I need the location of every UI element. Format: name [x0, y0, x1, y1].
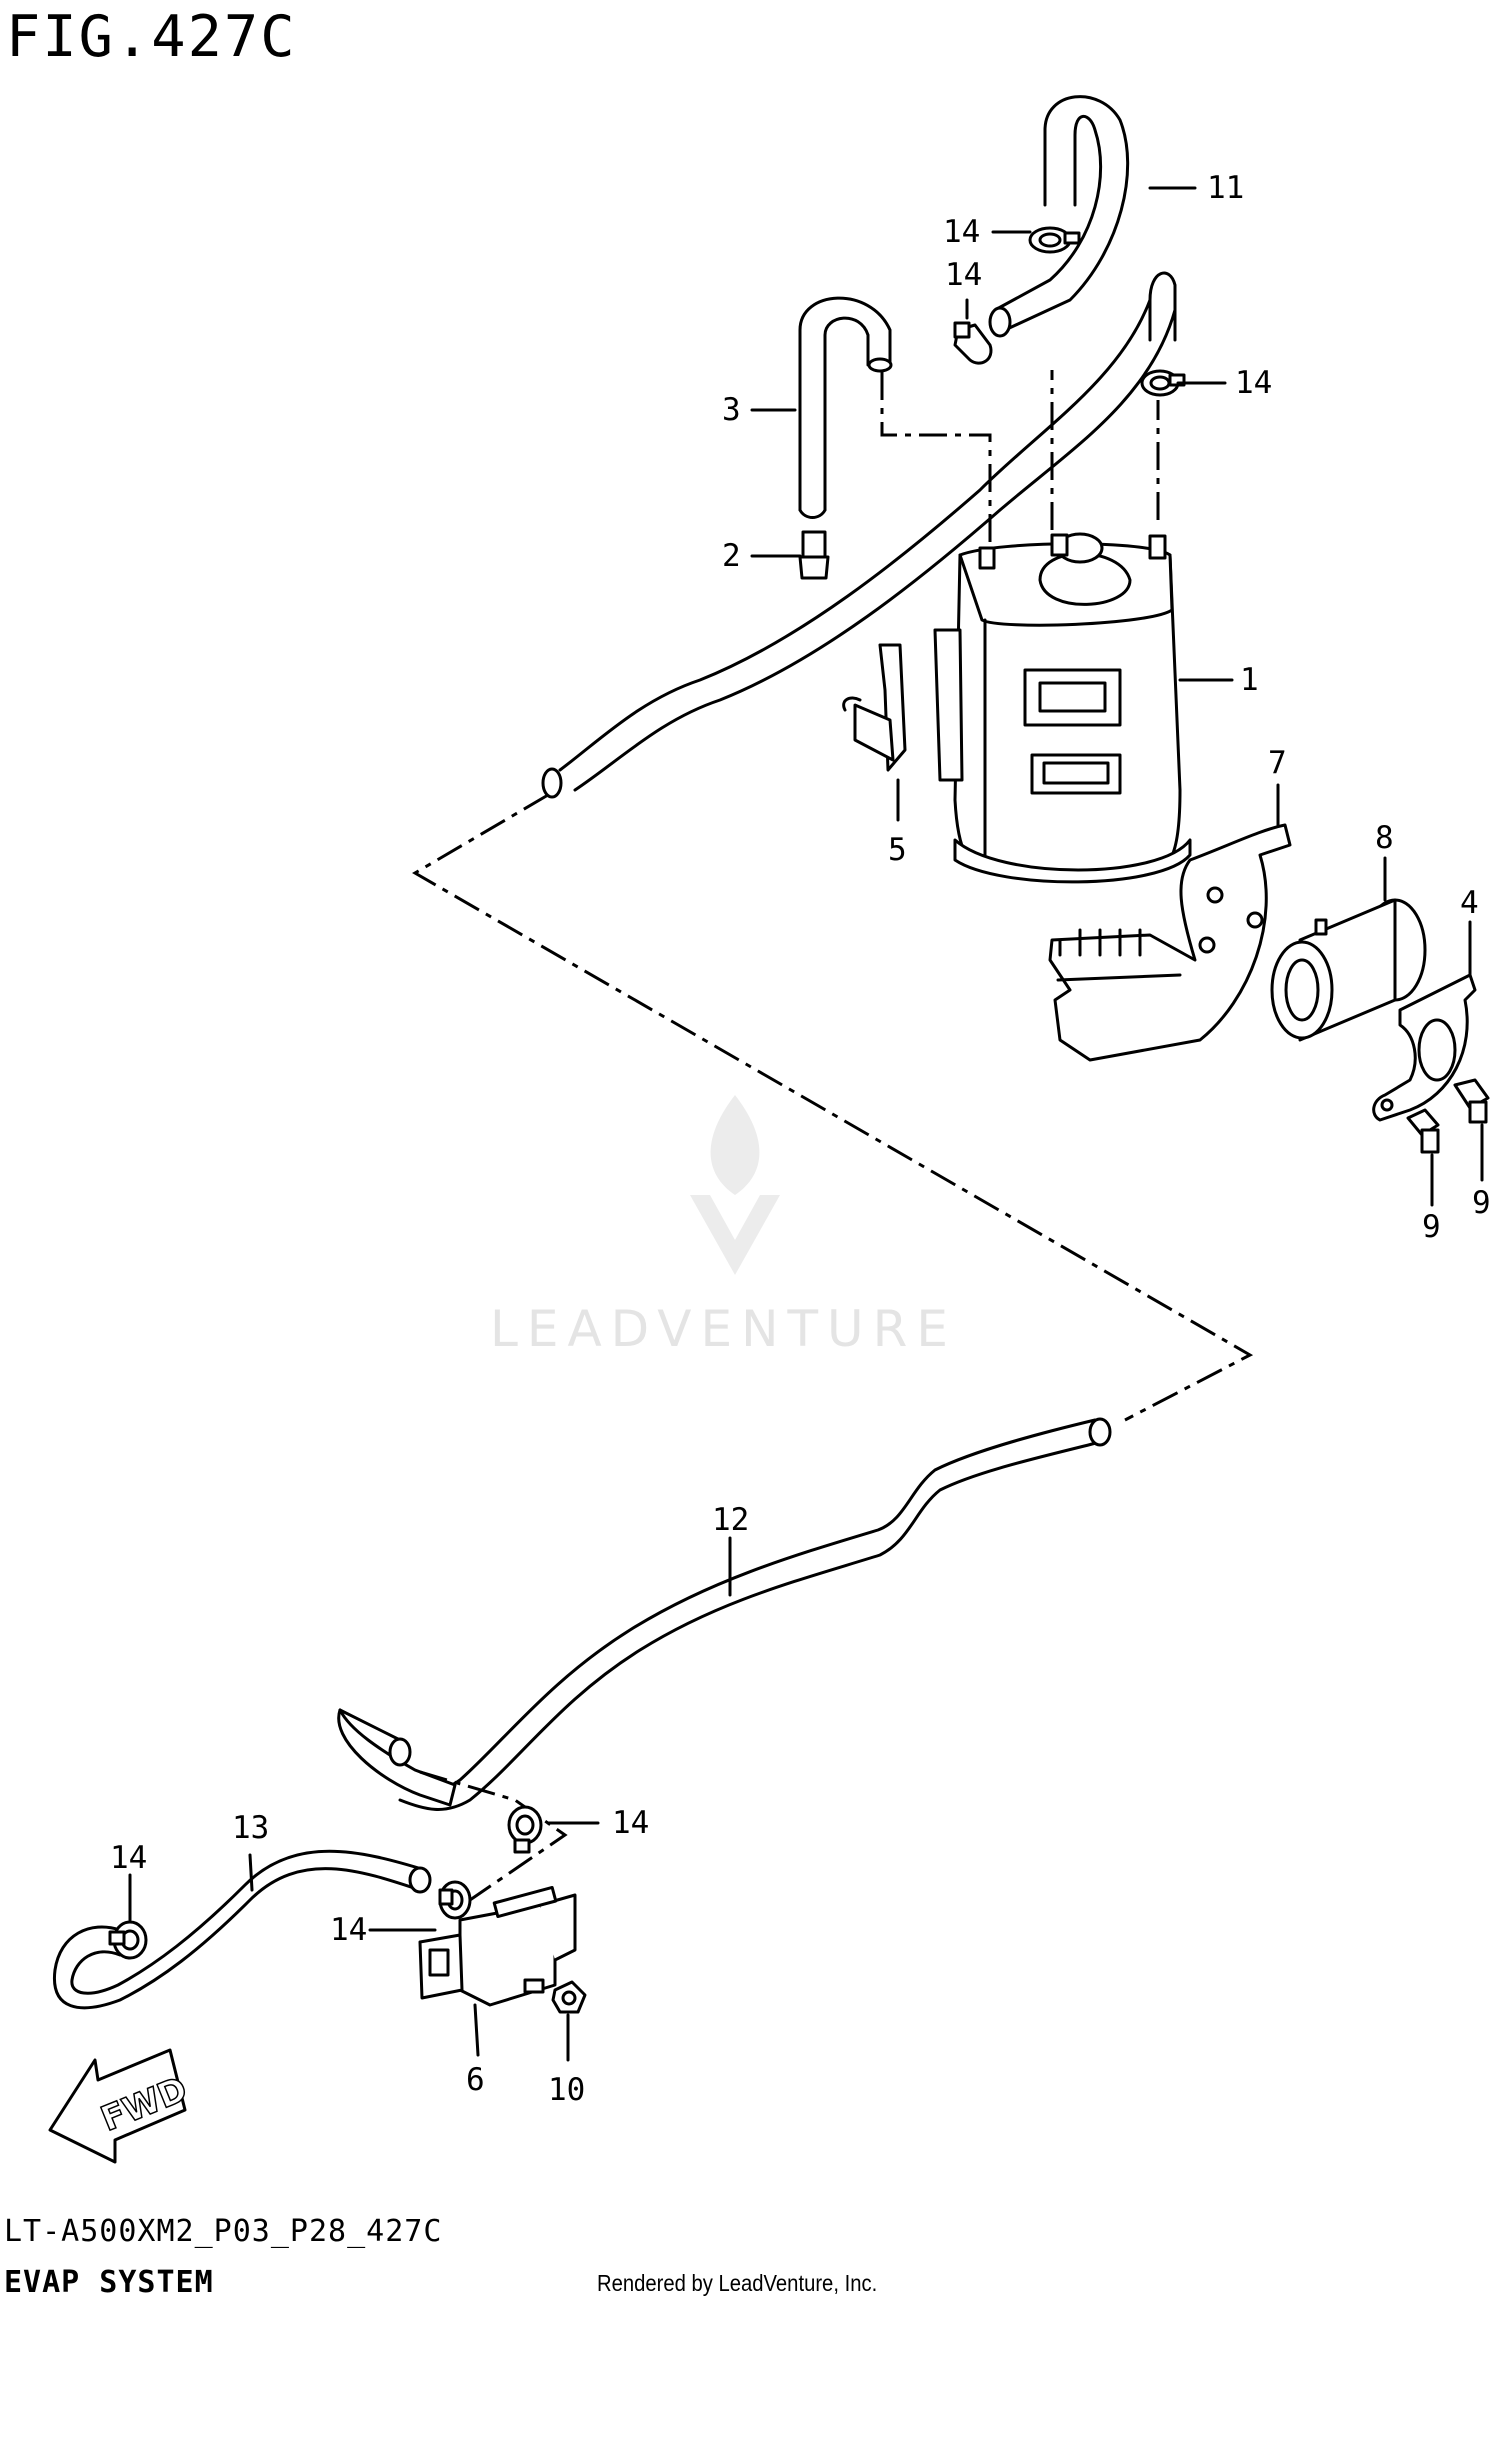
nut-10[interactable]	[551, 1980, 587, 2014]
section-name: EVAP SYSTEM	[4, 2265, 214, 2300]
callout-5: 5	[888, 832, 907, 868]
callout-14c: 14	[1235, 365, 1272, 401]
clamp-14e[interactable]	[438, 1880, 472, 1920]
clamp-14b[interactable]	[953, 321, 993, 365]
diagram-code: LT-A500XM2_P03_P28_427C	[4, 2214, 443, 2249]
clamp-14f[interactable]	[108, 1920, 148, 1960]
callout-6: 6	[466, 2062, 485, 2098]
callout-2: 2	[722, 538, 741, 574]
callout-7: 7	[1268, 745, 1287, 781]
hose3-dashline	[880, 372, 992, 545]
screw-9b[interactable]	[1453, 1078, 1490, 1124]
callout-12: 12	[712, 1502, 749, 1538]
bracket-7[interactable]	[1048, 823, 1292, 1062]
clamp-14c[interactable]	[1140, 369, 1186, 397]
grommet-8[interactable]	[1270, 898, 1427, 1042]
callout-13: 13	[232, 1810, 269, 1846]
screw-9a[interactable]	[1406, 1108, 1440, 1154]
callout-14e: 14	[330, 1912, 367, 1948]
callout-14a: 14	[943, 214, 980, 250]
bracket-5[interactable]	[842, 643, 907, 772]
rendered-by-credit: Rendered by LeadVenture, Inc.	[597, 2270, 878, 2296]
callouts: 11 14 14 14 3 2 1 5 7 8 4 9 9 12 14 13 1…	[110, 170, 1491, 2108]
watermark-logo	[690, 1095, 780, 1275]
callout-14d: 14	[612, 1805, 649, 1841]
callout-11: 11	[1207, 170, 1244, 206]
hose-11[interactable]	[988, 95, 1130, 338]
hose12-dashline	[419, 1770, 568, 1902]
callout-14f: 14	[110, 1840, 147, 1876]
fwd-arrow: FWD	[48, 2048, 194, 2164]
figure-title: FIG.427C	[6, 4, 297, 70]
callout-3: 3	[722, 392, 741, 428]
hose-3[interactable]	[798, 296, 893, 519]
hose-13[interactable]	[52, 1849, 432, 2010]
clamp-14d[interactable]	[507, 1805, 543, 1854]
clamp-14a[interactable]	[1028, 226, 1081, 254]
callout-8: 8	[1375, 820, 1394, 856]
leader-lines	[128, 186, 1484, 2062]
callout-4: 4	[1460, 885, 1479, 921]
callout-10: 10	[548, 2072, 585, 2108]
canister-1[interactable]	[933, 532, 1192, 884]
callout-1: 1	[1240, 662, 1259, 698]
callout-9b: 9	[1472, 1185, 1491, 1221]
bracket-4[interactable]	[1372, 973, 1477, 1122]
purge-hose[interactable]	[541, 271, 1177, 799]
routing-dashline	[412, 793, 1254, 1422]
hose-12[interactable]	[337, 1417, 1112, 1811]
callout-9a: 9	[1422, 1209, 1441, 1245]
watermark-text: LEADVENTURE	[490, 1300, 957, 1358]
fitting-2[interactable]	[798, 530, 830, 580]
valve-6[interactable]	[418, 1885, 577, 2007]
callout-14b: 14	[945, 257, 982, 293]
